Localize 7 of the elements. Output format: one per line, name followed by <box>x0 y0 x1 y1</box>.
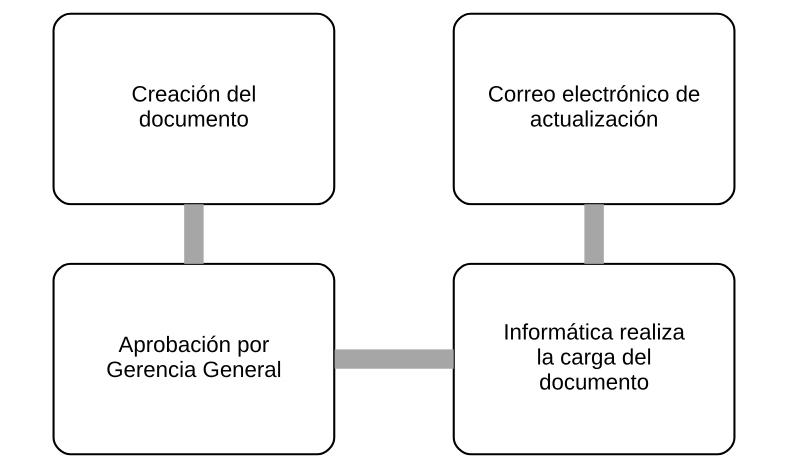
connector <box>584 204 604 264</box>
node-box: Aprobación por Gerencia General <box>52 262 336 456</box>
connector <box>184 204 204 264</box>
connector <box>334 349 454 369</box>
node-box: Informática realiza la carga del documento <box>452 262 736 456</box>
node-box: Creación del documento <box>52 12 336 206</box>
node-box: Correo electrónico de actualización <box>452 12 736 206</box>
